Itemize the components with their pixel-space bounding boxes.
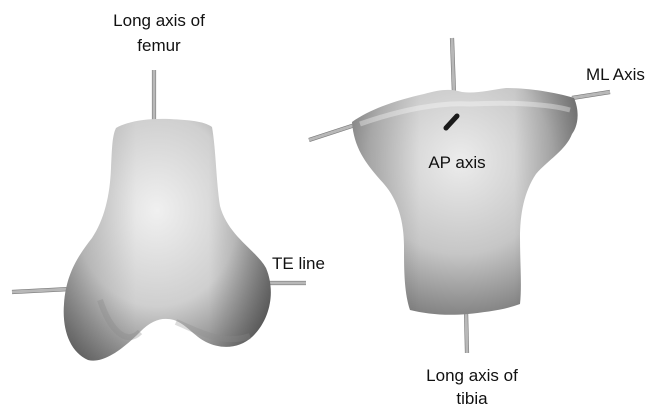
femur-long-axis-label-line1: Long axis of: [113, 11, 205, 30]
te-line-label: TE line: [272, 254, 325, 273]
tibia-long-axis-label-line2: tibia: [456, 389, 488, 408]
tibia-group: ML Axis AP axis Long axis of tibia: [309, 38, 645, 408]
ml-axis-label: ML Axis: [586, 65, 645, 84]
femur-group: Long axis of femur TE line: [12, 11, 325, 361]
ap-axis-label: AP axis: [428, 153, 485, 172]
tibia-long-axis-label-line1: Long axis of: [426, 366, 518, 385]
femur-long-axis-label-line2: femur: [137, 36, 181, 55]
